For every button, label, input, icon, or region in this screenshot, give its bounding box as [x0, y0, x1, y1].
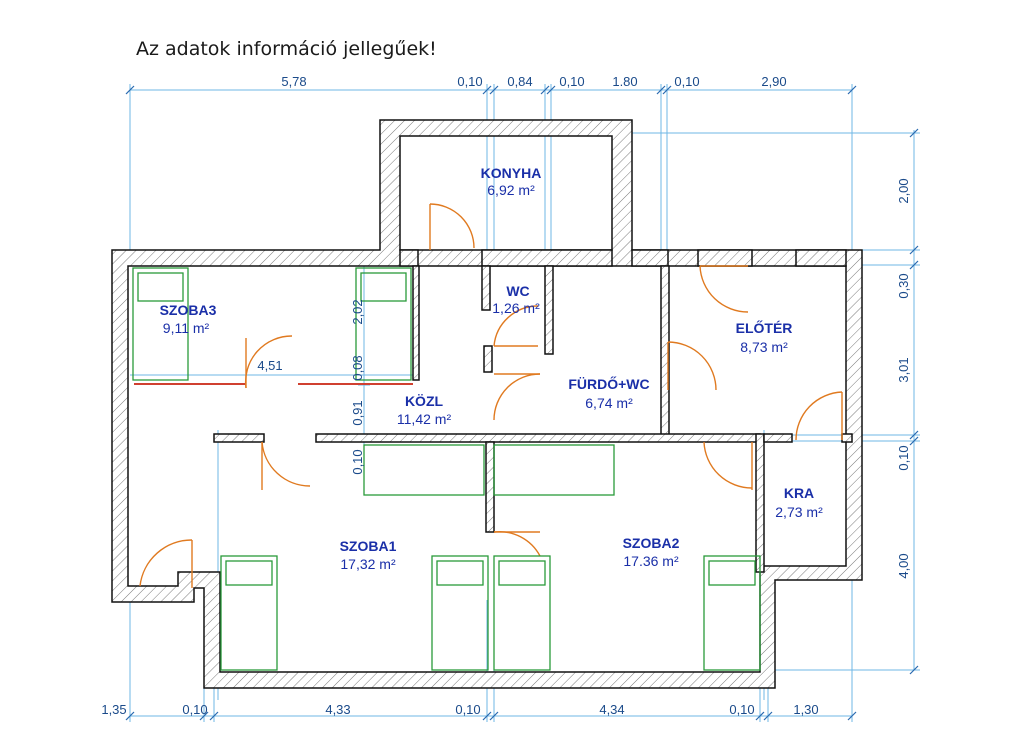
- dim-bottom-2: 0,10: [182, 702, 207, 717]
- dim-top-7: 2,90: [761, 74, 786, 89]
- room-name-konyha: KONYHA: [481, 165, 542, 181]
- dim-bottom-7: 1,30: [793, 702, 818, 717]
- dim-right-3: 3,01: [896, 357, 911, 382]
- dim-inner-1: 2,02: [350, 299, 365, 324]
- dim-bottom-3: 4,33: [325, 702, 350, 717]
- walls: [111, 119, 863, 689]
- dim-top-1: 5,78: [281, 74, 306, 89]
- dim-inner-3: 0,91: [350, 400, 365, 425]
- dim-inner-2: 0,08: [350, 355, 365, 380]
- room-name-eloter: ELŐTÉR: [736, 319, 793, 336]
- dim-inner-4: 0,10: [350, 449, 365, 474]
- room-area-szoba3: 9,11 m²: [163, 320, 210, 336]
- room-name-kozl: KÖZL: [405, 393, 444, 409]
- dim-right-4: 0,10: [896, 445, 911, 470]
- dim-bottom-4: 0,10: [455, 702, 480, 717]
- room-name-szoba1: SZOBA1: [340, 538, 397, 554]
- room-area-kra: 2,73 m²: [775, 504, 823, 520]
- dim-bottom-1: 1,35: [101, 702, 126, 717]
- room-name-wc: WC: [506, 283, 529, 299]
- dim-bottom-6: 0,10: [729, 702, 754, 717]
- room-area-eloter: 8,73 m²: [740, 339, 788, 355]
- dim-right-2: 0,30: [896, 273, 911, 298]
- doors: [139, 203, 843, 588]
- room-area-kozl: 11,42 m²: [397, 411, 452, 427]
- dim-inner-5: 4,51: [257, 358, 282, 373]
- bed: [355, 267, 412, 381]
- dim-top-5: 1.80: [612, 74, 637, 89]
- info-note: Az adatok információ jellegűek!: [136, 38, 437, 60]
- dim-bottom-5: 4,34: [599, 702, 624, 717]
- room-name-kra: KRA: [784, 485, 814, 501]
- room-name-furdo: FÜRDŐ+WC: [568, 375, 649, 392]
- room-area-szoba1: 17,32 m²: [340, 556, 396, 572]
- dimension-labels-right: 2,00 0,30 3,01 0,10 4,00: [896, 178, 911, 578]
- room-labels: KONYHA 6,92 m² WC 1,26 m² SZOBA3 9,11 m²…: [160, 165, 823, 572]
- room-name-szoba3: SZOBA3: [160, 302, 217, 318]
- dim-top-2: 0,10: [457, 74, 482, 89]
- room-name-szoba2: SZOBA2: [623, 535, 680, 551]
- room-area-furdo: 6,74 m²: [585, 395, 633, 411]
- room-area-wc: 1,26 m²: [492, 300, 540, 316]
- dim-top-6: 0,10: [674, 74, 699, 89]
- dim-right-1: 2,00: [896, 178, 911, 203]
- room-area-szoba2: 17.36 m²: [623, 553, 679, 569]
- dim-top-4: 0,10: [559, 74, 584, 89]
- dimension-labels-bottom: 1,35 0,10 4,33 0,10 4,34 0,10 1,30: [101, 702, 818, 717]
- dim-top-3: 0,84: [507, 74, 532, 89]
- furniture: [132, 267, 761, 671]
- dim-right-5: 4,00: [896, 553, 911, 578]
- dimension-labels-top: 5,78 0,10 0,84 0,10 1.80 0,10 2,90: [281, 74, 786, 89]
- dimension-ticks: [125, 85, 919, 721]
- room-area-konyha: 6,92 m²: [487, 182, 535, 198]
- dimension-labels-inner: 2,02 0,08 0,91 0,10 4,51: [257, 299, 365, 474]
- bed: [132, 267, 189, 381]
